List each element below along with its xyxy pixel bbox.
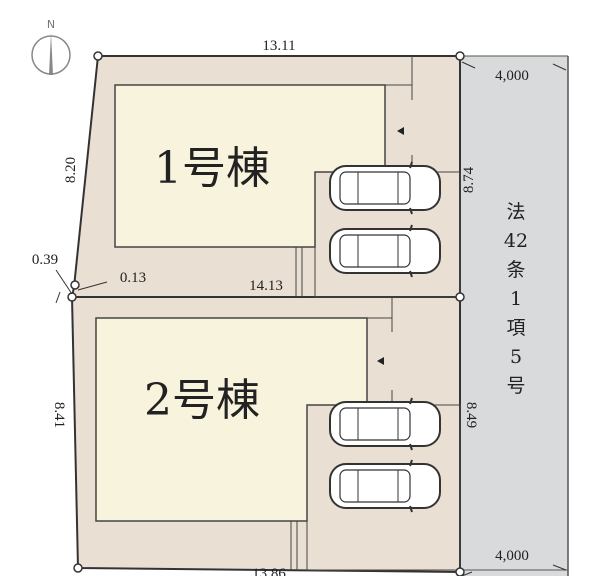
road-label: 法 42 条 1 項 5 号: [504, 201, 528, 397]
entrance-marker-icon: [397, 127, 404, 135]
dim-lot2-right: 8.49: [463, 402, 479, 428]
dim-corner-a: 0.39: [32, 252, 58, 268]
dim-lot1-bottom: 14.13: [249, 278, 283, 294]
car-icon: [329, 397, 441, 451]
car-icon: [329, 161, 441, 215]
road-width-bottom: 4,000: [495, 548, 529, 564]
svg-text:条: 条: [506, 259, 525, 281]
svg-text:1: 1: [510, 288, 522, 310]
svg-text:法: 法: [506, 201, 525, 223]
north-compass-icon: N: [31, 18, 71, 75]
road-width-top: 4,000: [495, 68, 529, 84]
car-icon: [329, 459, 441, 513]
svg-text:5: 5: [510, 346, 522, 368]
dim-corner-b: 0.13: [120, 270, 146, 286]
svg-text:42: 42: [504, 230, 528, 252]
house-1-label: 1号棟: [154, 143, 270, 194]
svg-text:号: 号: [506, 375, 525, 397]
entrance-marker-icon: [377, 357, 384, 365]
compass-label: N: [47, 18, 55, 31]
car-icon: [329, 224, 441, 278]
dim-lot2-bottom: 13.86: [252, 566, 286, 576]
house-2-label: 2号棟: [144, 375, 260, 426]
dim-lot1-left: 8.20: [63, 157, 79, 183]
road: [460, 56, 568, 576]
dim-lot1-right: 8.74: [461, 166, 477, 193]
dim-lot2-left: 8.41: [51, 402, 67, 428]
svg-text:項: 項: [506, 317, 525, 339]
dim-lot1-top: 13.11: [262, 38, 295, 54]
